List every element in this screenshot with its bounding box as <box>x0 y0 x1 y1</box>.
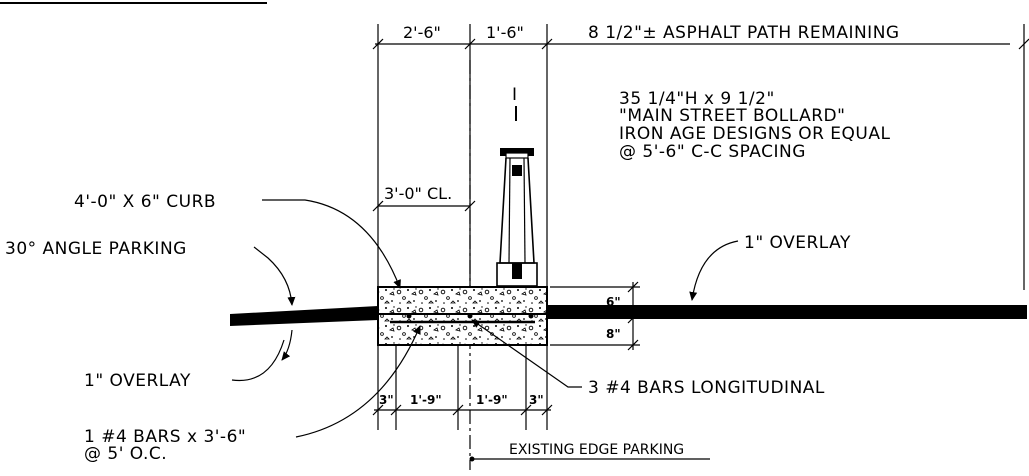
right-pavement-overlay <box>547 305 1027 319</box>
bottom-dimension-string <box>372 345 553 430</box>
angle-parking-note: 30° ANGLE PARKING <box>5 239 187 259</box>
angle-arc <box>281 329 293 361</box>
bars-longitudinal-leader <box>471 319 582 388</box>
overlay-left-note: 1" OVERLAY <box>84 371 191 391</box>
depth-dimensions <box>550 281 640 351</box>
curb-note: 4'-0" X 6" CURB <box>74 192 216 212</box>
dim-2-6: 2'-6" <box>403 23 441 42</box>
overlay-right-note: 1" OVERLAY <box>744 233 851 253</box>
left-pavement-overlay <box>230 306 378 326</box>
bars-transverse-line2: @ 5' O.C. <box>84 444 167 464</box>
angle-parking-leader <box>253 246 296 306</box>
dim-8-in: 8" <box>606 327 621 341</box>
bollard-note-line1: 35 1/4"H x 9 1/2" <box>619 89 775 109</box>
edge-parking-note: EXISTING EDGE PARKING <box>509 442 684 458</box>
bollard <box>496 148 538 287</box>
dim-bottom-1-9b: 1'-9" <box>476 393 508 407</box>
dim-3-0-cl: 3'-0" CL. <box>384 184 452 203</box>
concrete-curb <box>377 286 548 346</box>
bars-transverse-line1: 1 #4 BARS x 3'-6" <box>84 427 246 447</box>
overlay-left-leader <box>231 339 285 382</box>
cl-dimension <box>372 200 476 212</box>
curb-leader <box>262 199 401 289</box>
bollard-tag: I <box>512 85 518 105</box>
dim-bottom-3a: 3" <box>379 393 394 407</box>
bollard-note-line4: @ 5'-6" C-C SPACING <box>619 142 806 162</box>
bars-transverse-leader <box>295 325 421 438</box>
overlay-right-leader <box>689 240 739 301</box>
dim-1-6: 1'-6" <box>486 23 524 42</box>
bollard-note-line3: IRON AGE DESIGNS OR EQUAL <box>619 124 890 144</box>
dim-6-in: 6" <box>606 295 621 309</box>
dim-bottom-3b: 3" <box>529 393 544 407</box>
bars-longitudinal-note: 3 #4 BARS LONGITUDINAL <box>588 378 825 398</box>
dim-asphalt-path: 8 1/2"± ASPHALT PATH REMAINING <box>588 23 900 43</box>
dim-bottom-1-9a: 1'-9" <box>410 393 442 407</box>
bollard-note-line2: "MAIN STREET BOLLARD" <box>619 106 845 126</box>
edge-parking-dot <box>469 456 475 462</box>
